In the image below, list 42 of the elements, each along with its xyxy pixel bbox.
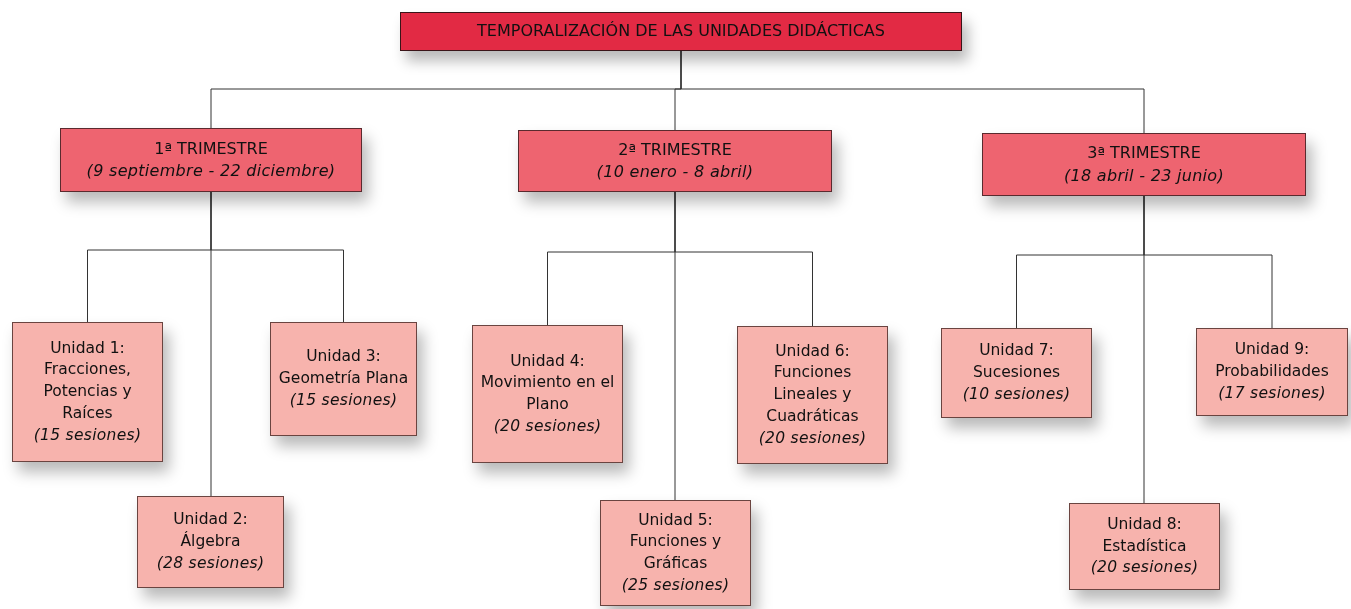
date-text: (20 sesiones) <box>1090 557 1199 579</box>
term-box <box>518 130 832 192</box>
connector-line <box>210 191 344 323</box>
heading-text: Unidad 8: Estadística <box>1101 513 1188 557</box>
connector-line <box>1143 195 1273 329</box>
unit-box <box>472 325 623 463</box>
heading-text: TEMPORALIZACIÓN DE LAS UNIDADES DIDÁCTICAS <box>477 20 885 43</box>
unit-box <box>600 500 751 606</box>
unit-box <box>1196 328 1348 416</box>
date-text: (10 sesiones) <box>962 383 1071 405</box>
unit-box <box>737 326 888 464</box>
unit-box <box>941 328 1092 418</box>
connector-line <box>674 191 813 327</box>
date-text: (10 enero - 8 abril) <box>596 161 754 183</box>
term-box <box>60 128 362 192</box>
term-box <box>982 133 1306 196</box>
heading-text: 3ª TRIMESTRE <box>1087 142 1201 165</box>
unit-box <box>270 322 417 436</box>
heading-text: Unidad 2: Álgebra <box>172 509 249 553</box>
heading-text: Unidad 3: Geometría Plana <box>277 346 410 390</box>
heading-text: Unidad 1: Fracciones, Potencias y Raíces <box>42 337 133 424</box>
date-text: (15 sesiones) <box>33 424 142 446</box>
unit-box <box>12 322 163 462</box>
date-text: (17 sesiones) <box>1218 382 1326 404</box>
date-text: (20 sesiones) <box>493 415 602 437</box>
date-text: (28 sesiones) <box>156 552 265 574</box>
date-text: (9 septiembre - 22 diciembre) <box>86 160 336 182</box>
date-text: (18 abril - 23 junio) <box>1064 164 1224 187</box>
connector-line <box>680 50 1145 134</box>
title-box <box>400 12 962 51</box>
heading-text: Unidad 7: Sucesiones <box>972 340 1061 384</box>
heading-text: Unidad 5: Funciones y Gráficas <box>628 509 723 574</box>
date-text: (15 sesiones) <box>289 389 398 411</box>
date-text: (25 sesiones) <box>621 574 730 596</box>
heading-text: 1ª TRIMESTRE <box>154 137 268 160</box>
heading-text: Unidad 4: Movimiento en el Plano <box>479 350 616 415</box>
unit-box <box>137 496 284 588</box>
heading-text: Unidad 6: Funciones Lineales y Cuadráticas <box>765 340 860 427</box>
date-text: (20 sesiones) <box>758 427 867 449</box>
unit-box <box>1069 503 1220 590</box>
heading-text: 2ª TRIMESTRE <box>618 138 732 161</box>
heading-text: Unidad 9: Probabilidades <box>1214 339 1330 383</box>
